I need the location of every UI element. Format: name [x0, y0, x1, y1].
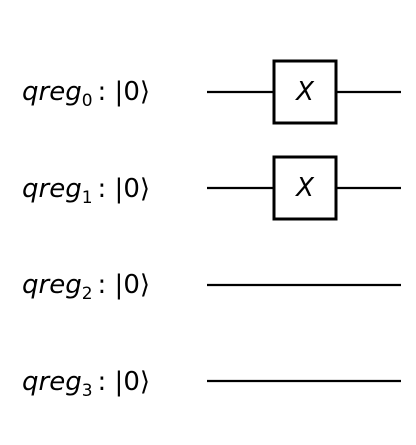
qubit-name-3: qreg [22, 367, 82, 397]
gate-label: X [294, 173, 315, 203]
qubit-index-2: 2 [82, 284, 93, 304]
x-gate-qubit-1: X [272, 155, 338, 221]
qubit-name-2: qreg [22, 270, 82, 300]
qubit-index-3: 3 [82, 381, 93, 401]
qubit-name-0: qreg [22, 77, 82, 107]
gate-box [272, 59, 338, 125]
gate-label: X [294, 77, 315, 107]
x-gate-qubit-0: X [272, 59, 338, 125]
qubit-label-3: qreg3: |0⟩ [22, 367, 150, 401]
qubit-name-1: qreg [22, 174, 82, 204]
qubit-label-1: qreg1: |0⟩ [22, 174, 150, 208]
qubit-label-2: qreg2: |0⟩ [22, 270, 150, 304]
qubit-label-0: qreg0: |0⟩ [22, 77, 150, 111]
qubit-index-1: 1 [82, 188, 93, 208]
qubit-state-2: : |0⟩ [98, 270, 150, 300]
qubit-state-0: : |0⟩ [98, 77, 150, 107]
gate-box [272, 155, 338, 221]
qubit-index-0: 0 [82, 91, 93, 111]
qubit-state-3: : |0⟩ [98, 367, 150, 397]
qubit-state-1: : |0⟩ [98, 174, 150, 204]
